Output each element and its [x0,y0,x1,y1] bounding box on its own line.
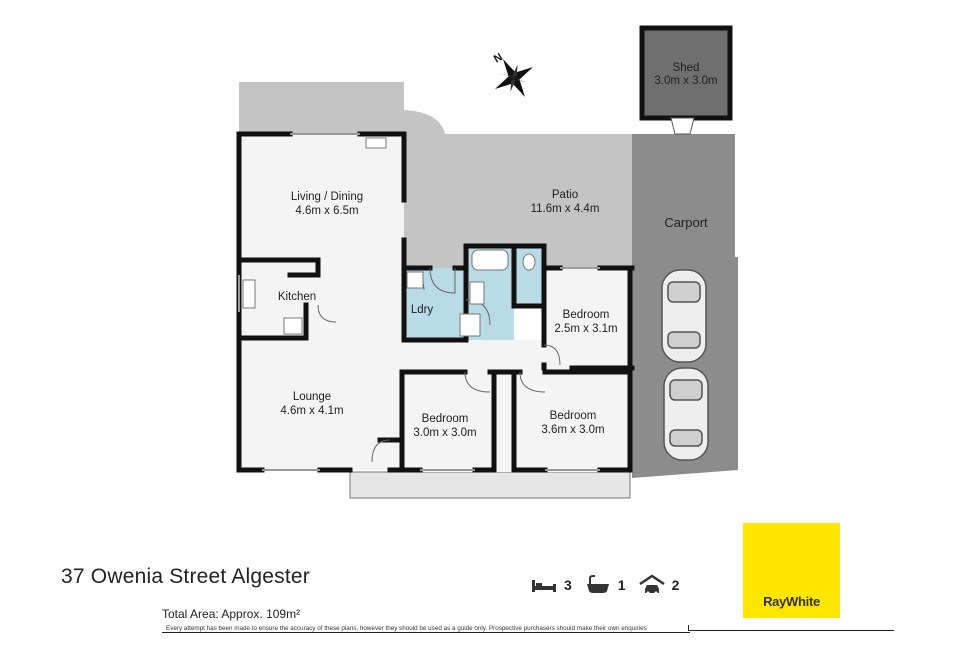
property-stats: 3 1 2 [530,572,691,598]
garage-car-icon [638,574,665,595]
bedroom-1-size: 2.5m x 3.1m [554,323,617,335]
disclaimer-text: Every attempt has been made to ensure th… [166,625,647,632]
shed-area [639,25,733,121]
bedroom-count: 3 [564,577,572,593]
patio-size: 11.6m x 4.4m [531,203,600,215]
car-icon [663,367,709,461]
bathtub [471,249,509,271]
footer-divider [162,632,690,633]
lounge-size: 4.6m x 4.1m [280,405,343,417]
fridge-space [365,137,387,149]
lounge-name: Lounge [293,391,331,403]
total-area: Total Area: Approx. 109m² [162,607,301,621]
footer-divider [688,625,689,631]
laundry-tub [406,271,424,289]
front-deck [349,471,631,499]
bedroom-floor [544,268,630,368]
brand-name: RayWhite [763,594,820,609]
bedroom-3-size: 3.6m x 3.0m [541,424,604,436]
bedroom-2-size: 3.0m x 3.0m [413,427,476,439]
bathtub-icon [586,575,609,593]
carport-name: Carport [664,215,708,230]
garage-count: 2 [671,577,680,593]
bed-icon [532,580,556,592]
raywhite-logo: RayWhite [743,523,840,618]
shed-size: 3.0m x 3.0m [654,75,717,87]
living-dining-size: 4.6m x 6.5m [295,205,358,217]
laundry-name: Ldry [411,304,434,316]
bedroom-2-name: Bedroom [422,413,469,425]
patio-strip [239,82,445,134]
shed-door [670,117,695,135]
toilet [522,253,536,271]
bathroom-count: 1 [617,577,626,593]
patio-name: Patio [552,189,578,201]
kitchen-sink [242,279,256,309]
kitchen-name: Kitchen [278,291,316,303]
living-dining-name: Living / Dining [291,191,363,203]
footer-divider [688,630,894,631]
compass-rose-icon [494,58,534,98]
shed-name: Shed [673,62,700,74]
bedroom-3-name: Bedroom [550,410,597,422]
property-address: 37 Owenia Street Algester [61,565,310,588]
vanity [469,281,485,305]
windows [238,133,600,471]
compass-north-label: N [492,51,505,65]
car-icon [661,269,707,363]
bedroom-1-name: Bedroom [563,309,610,321]
kitchen-cooktop [283,317,303,335]
shower [459,313,481,337]
